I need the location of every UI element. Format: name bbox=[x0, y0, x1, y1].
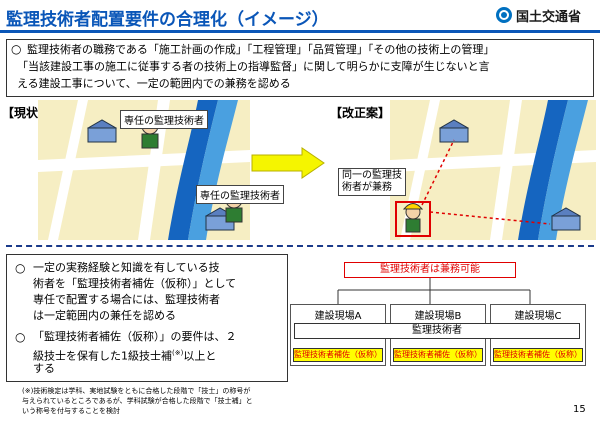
worker-icon bbox=[402, 203, 424, 233]
detail-box: ○ 一定の実務経験と知識を有している技 術者を「監理技術者補佐（仮称）」として … bbox=[6, 254, 288, 382]
detail-para2-line-3: する bbox=[33, 362, 55, 375]
site-c-label: 建設現場C bbox=[514, 311, 562, 322]
detail-para2-line-2a: 級技士を保有した1級技士補 bbox=[33, 349, 172, 363]
dedicated-engineer-label-1: 専任の監理技術者 bbox=[120, 110, 208, 129]
detail-para1-line-2: 術者を「監理技術者補佐（仮称）」として bbox=[33, 277, 237, 290]
proposal-map bbox=[390, 100, 596, 240]
proposal-map-drawing bbox=[390, 100, 596, 240]
detail-para2-line-2b: 以上と bbox=[183, 349, 217, 363]
site-b-label: 建設現場B bbox=[414, 311, 462, 322]
current-map-drawing bbox=[38, 100, 250, 240]
site-a-label: 建設現場A bbox=[314, 311, 362, 322]
current-map bbox=[38, 100, 250, 240]
site-b-assistant: 監理技術者補佐（仮称） bbox=[393, 348, 483, 362]
detail-para1-line-3: 専任で配置する場合には、監理技術者 bbox=[33, 293, 220, 306]
summary-line-3: える建設工事について、一定の範囲内での兼務を認める bbox=[17, 77, 291, 90]
house-icon bbox=[550, 207, 582, 231]
mlit-logo-icon bbox=[496, 7, 512, 23]
footnote: (※)技術検定は学科、実地試験をともに合格した段階で「技士」の称号が 与えられて… bbox=[22, 386, 253, 416]
detail-para2-line-1: 「監理技術者補佐（仮称）」の要件は、２ bbox=[33, 330, 237, 343]
title-underline bbox=[0, 30, 600, 33]
footnote-marker: (※) bbox=[172, 349, 184, 357]
detail-bullet-1: ○ bbox=[15, 261, 26, 275]
summary-line-1: 監理技術者の職務である「施工計画の作成」「工程管理」「品質管理」「その他の技術上… bbox=[27, 43, 495, 56]
dedicated-engineer-label-2: 専任の監理技術者 bbox=[196, 185, 284, 204]
house-icon bbox=[86, 119, 118, 143]
page-number: 15 bbox=[573, 404, 586, 415]
concurrent-engineer-label: 同一の監理技 術者が兼務 bbox=[338, 168, 406, 196]
house-icon bbox=[438, 119, 470, 143]
footnote-line-3: いう称号を付与することを検討 bbox=[22, 407, 120, 415]
page-title: 監理技術者配置要件の合理化（イメージ） bbox=[6, 10, 329, 30]
proposal-label: 【改正案】 bbox=[330, 106, 391, 120]
site-a-assistant: 監理技術者補佐（仮称） bbox=[293, 348, 383, 362]
footnote-line-2: 与えられているところであるが、学科試験が合格した段階で「技士補」と bbox=[22, 397, 253, 405]
summary-box: ○ 監理技術者の職務である「施工計画の作成」「工程管理」「品質管理」「その他の技… bbox=[6, 39, 594, 97]
summary-bullet: ○ bbox=[11, 42, 22, 56]
concurrent-allowed-title: 監理技術者は兼務可能 bbox=[344, 262, 516, 278]
detail-para1-line-4: は一定範囲内の兼任を認める bbox=[33, 309, 176, 322]
mlit-logo-text: 国土交通省 bbox=[516, 10, 582, 25]
detail-para1-line-1: 一定の実務経験と知識を有している技 bbox=[33, 261, 220, 274]
chief-engineer-bar: 監理技術者 bbox=[294, 323, 580, 339]
section-divider bbox=[6, 245, 594, 247]
detail-bullet-2: ○ bbox=[15, 330, 26, 344]
site-c-assistant: 監理技術者補佐（仮称） bbox=[493, 348, 583, 362]
connector-lines bbox=[337, 278, 531, 304]
transition-arrow-icon bbox=[251, 147, 325, 179]
summary-line-2: 「当該建設工事の施工に従事する者の技術上の指導監督」に関して明らかに支障が生じな… bbox=[17, 60, 490, 73]
mlit-logo: 国土交通省 bbox=[496, 6, 596, 26]
footnote-line-1: (※)技術検定は学科、実地試験をともに合格した段階で「技士」の称号が bbox=[22, 387, 251, 395]
detail-para2-line-2: 級技士を保有した1級技士補(※)以上と bbox=[33, 346, 216, 364]
